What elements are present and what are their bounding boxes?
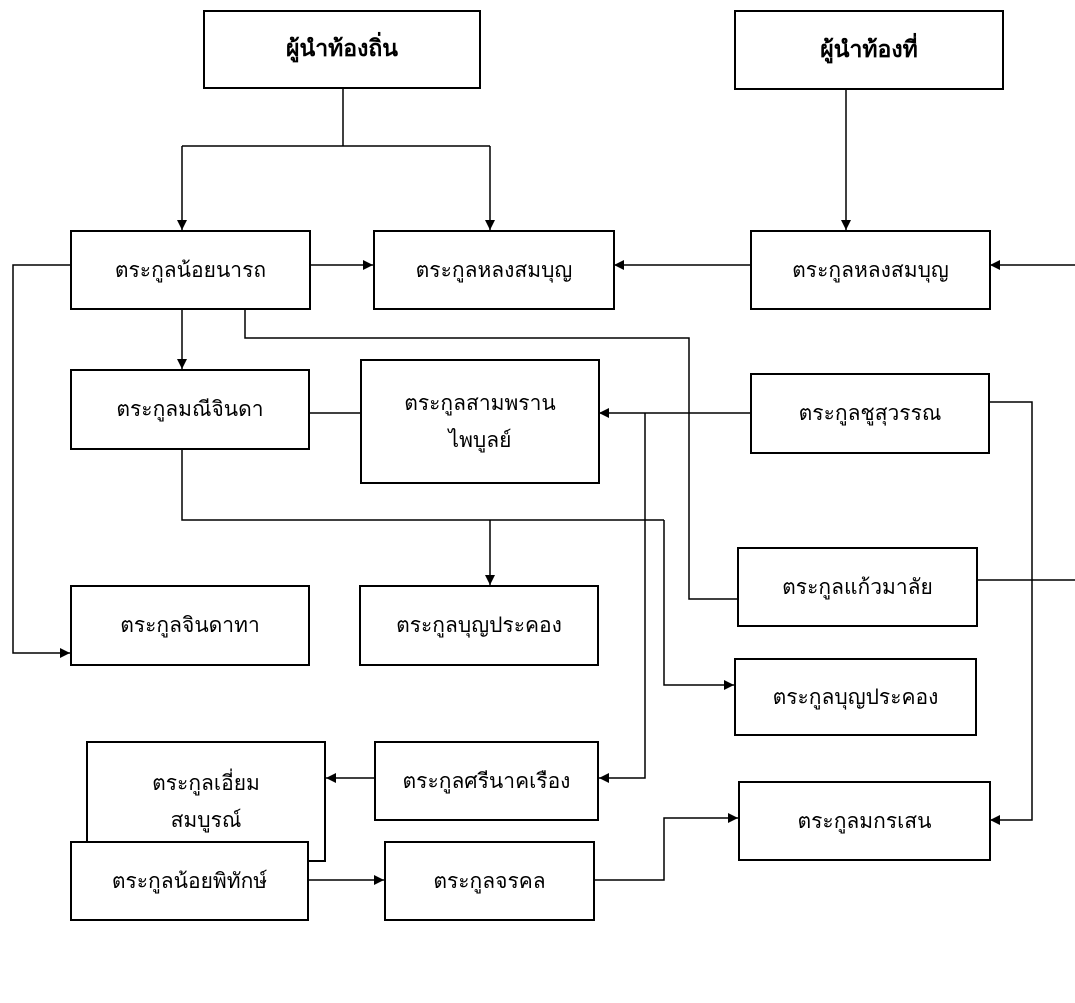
family-label: ตระกูลมกรเสน — [797, 808, 932, 833]
family-box-noinarot: ตระกูลน้อยนารถ — [70, 230, 311, 310]
connector-local-leader-trunk — [182, 88, 490, 147]
connector-chusuwan-makorasen — [989, 401, 1033, 825]
family-box-bunprakong-mid: ตระกูลบุญประคอง — [359, 585, 599, 666]
connector-to-bunprakong-right — [663, 520, 734, 690]
family-box-jorakhon: ตระกูลจรคล — [384, 841, 595, 921]
family-label: ตระกูลแก้วมาลัย — [782, 574, 933, 599]
family-label: ตระกูลหลงสมบุญ — [792, 257, 949, 282]
family-box-kaewmalai: ตระกูลแก้วมาลัย — [737, 547, 978, 627]
family-box-jindatha: ตระกูลจินดาทา — [70, 585, 310, 666]
local-leader-box: ผู้นำท้องถิ่น — [203, 10, 481, 89]
connector-noinarot-kaewmalai — [244, 309, 738, 600]
family-label: ตระกูลจรคล — [433, 868, 546, 893]
family-label: ตระกูลเอี่ยม — [152, 770, 260, 795]
family-label: ตระกูลมณีจินดา — [116, 397, 264, 422]
family-label: ตระกูลบุญประคอง — [396, 613, 562, 638]
connector-jorakhon-makorasen — [594, 813, 738, 881]
connector-noinarot-jindatha — [12, 264, 71, 658]
connector-chusuwan-srinak — [599, 413, 646, 783]
family-label: ตระกูลสามพราน — [404, 390, 556, 415]
family-label: ตระกูลหลงสมบุญ — [415, 257, 573, 282]
family-box-bunprakong-right: ตระกูลบุญประคอง — [734, 658, 977, 736]
family-box-noipitak: ตระกูลน้อยพิทักษ์ — [70, 841, 309, 921]
family-label-line2: สมบูรณ์ — [170, 807, 242, 832]
family-box-longsombun-left: ตระกูลหลงสมบุญ — [373, 230, 615, 310]
family-label: ตระกูลจินดาทา — [120, 613, 260, 638]
family-box-srinak: ตระกูลศรีนาคเรือง — [374, 741, 599, 821]
connector-maneejinda-trunk — [181, 449, 664, 521]
family-box-makorasen: ตระกูลมกรเสน — [738, 781, 991, 861]
family-box-chusuwan: ตระกูลชูสุวรรณ — [750, 373, 990, 454]
family-box-longsombun-right: ตระกูลหลงสมบุญ — [750, 230, 991, 310]
family-label-line2: ไพบูลย์ — [448, 427, 512, 452]
family-label: ตระกูลบุญประคอง — [772, 684, 939, 709]
family-box-maneejinda: ตระกูลมณีจินดา — [70, 369, 310, 450]
family-box-sampran: ตระกูลสามพราน ไพบูลย์ — [360, 359, 600, 484]
area-leader-label: ผู้นำท้องที่ — [820, 35, 918, 63]
family-label: ตระกูลศรีนาคเรือง — [402, 768, 571, 793]
family-label: ตระกูลน้อยพิทักษ์ — [111, 868, 268, 893]
family-label: ตระกูลน้อยนารถ — [114, 257, 267, 282]
family-label: ตระกูลชูสุวรรณ — [798, 401, 942, 426]
area-leader-box: ผู้นำท้องที่ — [734, 10, 1004, 90]
local-leader-label: ผู้นำท้องถิ่น — [286, 35, 398, 63]
